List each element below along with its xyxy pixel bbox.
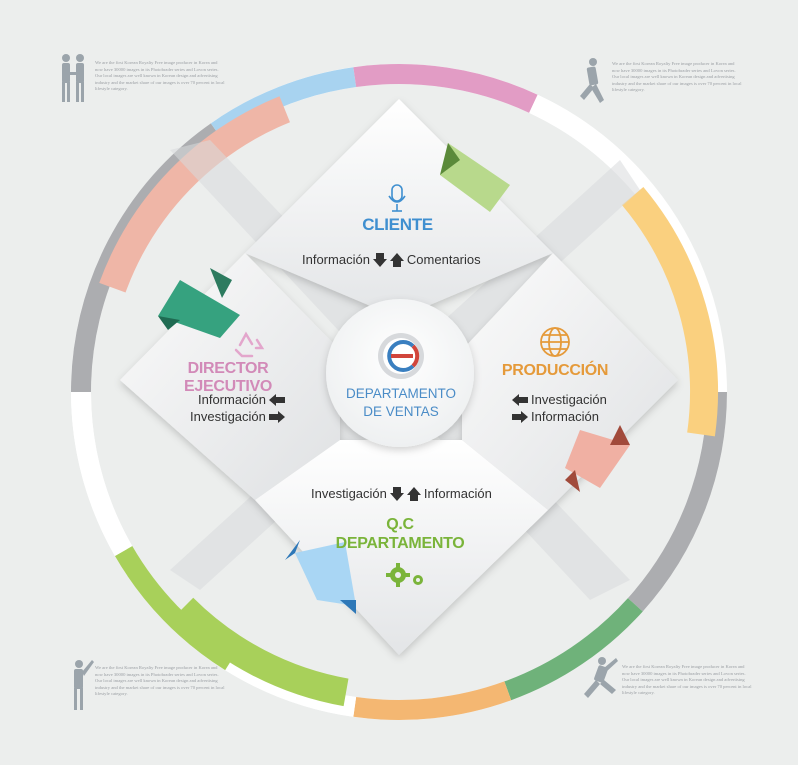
arc-white-left [71, 391, 133, 556]
silhouette-jumper-icon [584, 657, 618, 698]
arc-white-top [529, 94, 643, 186]
cliente-left-text: Información [302, 252, 370, 267]
center-line2: DE VENTAS [363, 404, 439, 419]
corner-text-bottom-right: We are the first Korean Royalty Free ima… [622, 664, 752, 696]
arc-salmon-band [99, 96, 291, 293]
tab-blue-bottom [285, 540, 356, 614]
arrow-left-icon [268, 393, 285, 406]
arc-green [504, 598, 643, 701]
arc-pink [353, 64, 538, 113]
arrow-down-icon [389, 486, 404, 501]
center-line1: DEPARTAMENTO [345, 386, 457, 401]
arc-orange [353, 681, 512, 720]
tab-teal-left [158, 268, 240, 338]
qc-info-row: Investigación Información [311, 486, 492, 501]
arrow-left-icon [512, 393, 528, 406]
corner-text-top-right: We are the first Korean Royalty Free ima… [612, 61, 742, 93]
logo-icon [378, 333, 424, 379]
director-title: DIRECTOR EJECUTIVO [184, 360, 272, 395]
arrow-right-icon [268, 410, 285, 423]
diamond-bottom [255, 440, 548, 655]
silhouette-man-icon [74, 660, 94, 710]
produccion-title: PRODUCCIÓN [501, 362, 609, 379]
tab-salmon-right [565, 425, 630, 492]
cliente-title: CLIENTE [362, 215, 433, 234]
qc-left-text: Investigación [311, 486, 387, 501]
arrow-right-icon [512, 410, 528, 423]
silhouette-handshake-icon [62, 54, 84, 102]
qc-title-line1: Q.C [386, 516, 414, 533]
corner-text-bottom-left: We are the first Korean Royalty Free ima… [95, 665, 225, 697]
diamond-top [245, 99, 553, 318]
corner-text-top-left: We are the first Korean Royalty Free ima… [95, 60, 225, 92]
microphone-icon [388, 184, 406, 212]
arrow-up-icon [406, 486, 421, 501]
tab-green-top [440, 143, 510, 212]
director-row-2: Investigación [190, 409, 285, 424]
recycle-icon [234, 331, 265, 358]
produccion-row-2: Información [512, 409, 599, 424]
center-label: DEPARTAMENTO DE VENTAS [336, 385, 466, 421]
globe-icon [540, 327, 570, 357]
arc-yellow-band [621, 186, 718, 437]
director-row-1: Información [198, 392, 285, 407]
arc-lime-band [173, 597, 349, 707]
qc-title-line2: DEPARTAMENTO [335, 535, 465, 552]
director-line2-text: Investigación [190, 409, 266, 424]
cliente-right-text: Comentarios [406, 252, 481, 267]
produccion-row-1: Investigación [512, 392, 607, 407]
diamond-right [462, 253, 678, 510]
arrow-up-icon [389, 252, 404, 267]
produccion-line2-text: Información [531, 409, 599, 424]
produccion-line1-text: Investigación [531, 392, 607, 407]
arrow-down-icon [372, 252, 387, 267]
cliente-info-row: Información Comentarios [302, 252, 481, 267]
silhouette-runner-icon [580, 58, 604, 103]
director-line1-text: Información [198, 392, 266, 407]
diamond-left [120, 253, 340, 500]
qc-right-text: Información [423, 486, 492, 501]
gears-icon [386, 563, 423, 587]
